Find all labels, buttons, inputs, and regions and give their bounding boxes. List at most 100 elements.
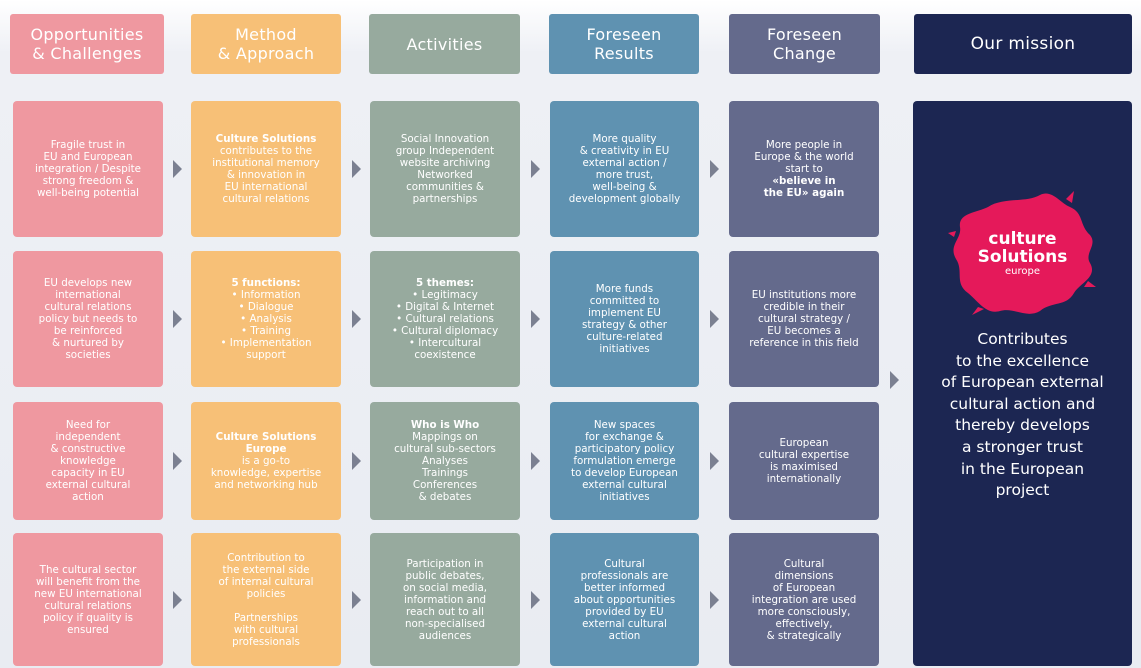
cell-line: & strategically — [766, 629, 842, 642]
cell-line: • Dialogue — [238, 301, 294, 313]
cell-line: contributes to the — [219, 145, 313, 157]
cell-line: & debates — [418, 491, 472, 503]
cell-line: new EU international — [34, 587, 142, 600]
cell-line: on social media, — [402, 581, 488, 594]
arrow-right-icon — [531, 591, 540, 609]
cell-line: EU and European — [43, 151, 133, 163]
cell-line: reach out to all — [406, 605, 484, 618]
cell-heading: Culture Solutions — [215, 133, 317, 145]
cell-line: is a go-to — [241, 455, 291, 467]
cell-line: action — [608, 629, 641, 642]
cell-line: & constructive — [50, 443, 126, 455]
cell-line: external action / — [582, 157, 667, 169]
header-foreseen-results: Foreseen Results — [549, 14, 699, 74]
cell-line: More funds — [595, 283, 654, 295]
header-label: Foreseen Results — [586, 25, 662, 63]
cell-line: is maximised — [770, 461, 838, 473]
cell-line: Conferences — [412, 479, 478, 491]
cell-line: international — [55, 289, 121, 301]
cell-line: Networked — [417, 169, 473, 181]
cell-line: ensured — [67, 623, 109, 636]
cell-heading: Who is Who — [410, 419, 480, 431]
cell-line: Trainings — [422, 467, 468, 479]
cell-line: well-being & — [592, 181, 657, 193]
cell-line: policy if quality is — [42, 611, 134, 624]
cell-line: culture-related — [586, 331, 663, 343]
cell-line: initiatives — [599, 343, 650, 355]
arrow-right-icon — [710, 160, 719, 178]
cell-line: • Digital & Internet — [395, 301, 495, 313]
cell-line: knowledge — [60, 455, 116, 467]
cell-line: implement EU — [588, 307, 661, 319]
arrow-right-icon — [710, 452, 719, 470]
arrow-right-icon — [173, 310, 182, 328]
header-label: Method & Approach — [217, 25, 315, 63]
cell-line: Partnerships — [233, 611, 299, 624]
cell-line: group Independent — [395, 145, 495, 157]
arrow-right-icon — [352, 452, 361, 470]
cell-line: dimensions — [774, 569, 834, 582]
cell-line: formulation emerge — [573, 455, 676, 467]
activities-cell: 5 themes:• Legitimacy• Digital & Interne… — [370, 251, 520, 387]
header-label: Foreseen Change — [766, 25, 843, 63]
cell-line: cultural relations — [44, 301, 132, 313]
cell-line: Fragile trust in — [50, 139, 126, 151]
arrow-right-icon — [173, 452, 182, 470]
cell-line: external cultural — [45, 479, 131, 491]
cell-heading: the EU» again — [763, 187, 845, 199]
cell-line: will benefit from the — [36, 575, 140, 588]
cell-line: partnerships — [412, 193, 478, 205]
cell-line: external cultural — [582, 617, 667, 630]
cell-line: coexistence — [414, 349, 476, 361]
cell-line: effectively, — [775, 617, 833, 630]
cell-line: knowledge, expertise — [210, 467, 322, 479]
cell-line: EU becomes a — [767, 325, 841, 337]
cell-line: • Cultural relations — [396, 313, 494, 325]
arrow-right-icon — [710, 310, 719, 328]
arrow-right-icon — [352, 310, 361, 328]
cell-line: internationally — [766, 473, 842, 485]
cell-line: • Analysis — [240, 313, 292, 325]
cell-line: More people in — [765, 139, 843, 151]
cell-line: independent — [55, 431, 121, 443]
cell-heading: Culture Solutions — [215, 431, 317, 443]
culture-solutions-logo: culture Solutions europe — [947, 189, 1098, 319]
cell-line: professionals are — [580, 569, 669, 582]
mission-statement: Contributes to the excellence of Europea… — [941, 329, 1103, 502]
cell-line: credible in their — [763, 301, 845, 313]
arrow-right-icon — [173, 160, 182, 178]
cell-line: policy but needs to — [38, 313, 138, 325]
cell-line: societies — [65, 349, 111, 361]
cell-line: audiences — [418, 629, 472, 642]
logo-line-2: Solutions — [977, 247, 1068, 267]
cell-line: & creativity in EU — [579, 145, 670, 157]
arrow-right-icon — [890, 371, 899, 389]
cell-line: New spaces — [593, 419, 656, 431]
cell-line: action — [72, 491, 104, 503]
cell-line: EU international — [224, 181, 308, 193]
cell-heading: «believe in — [772, 175, 836, 187]
cell-line: Cultural — [604, 557, 645, 570]
method-cell: 5 functions:• Information• Dialogue• Ana… — [191, 251, 341, 387]
cell-heading: 5 themes: — [416, 277, 474, 289]
cell-line: Contribution to — [227, 551, 305, 564]
cell-line: cultural expertise — [758, 449, 850, 461]
cell-line: reference in this field — [749, 337, 859, 349]
arrow-right-icon — [531, 452, 540, 470]
cell-line: strong freedom & — [42, 175, 134, 187]
paint-splash-icon — [947, 191, 1096, 315]
cell-line: cultural sub-sectors — [394, 443, 496, 455]
cell-line: cultural strategy / — [758, 313, 850, 325]
cell-line: external cultural — [582, 479, 667, 491]
cell-line: • Cultural diplomacy — [391, 325, 499, 337]
cell-line: development globally — [568, 193, 681, 205]
cell-line: Need for — [65, 419, 111, 431]
cell-line: information and — [403, 593, 487, 606]
